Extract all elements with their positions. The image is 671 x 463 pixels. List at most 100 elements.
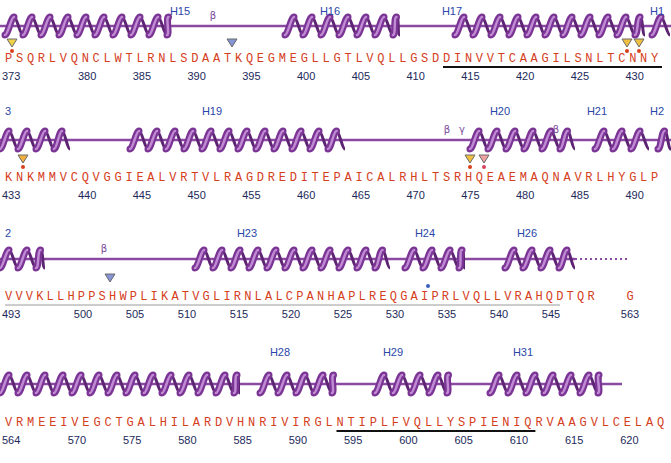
helix-highlight xyxy=(441,250,450,268)
sequence-text: VRMEEIVEGCTGALHILARDVHNRIVIRGLNTIPLFVQLL… xyxy=(5,416,668,430)
helix-highlight xyxy=(562,375,571,393)
residue-number: 610 xyxy=(510,433,528,447)
helix-front xyxy=(234,375,237,393)
helix-highlight xyxy=(231,250,240,268)
helix-front xyxy=(527,17,536,35)
helix-highlight xyxy=(166,131,175,149)
helix-front xyxy=(130,131,139,149)
helix-highlight xyxy=(167,17,169,35)
helix-highlight xyxy=(423,250,432,268)
coil-line xyxy=(575,258,628,260)
helix-highlight xyxy=(131,17,140,35)
residue-number: 380 xyxy=(78,69,96,83)
residue-number: 445 xyxy=(133,188,151,202)
helix-front xyxy=(505,250,514,268)
helix-highlight xyxy=(357,17,366,35)
residue-number: 620 xyxy=(620,433,638,447)
structure-symbol: β xyxy=(553,123,559,137)
residue-number: 420 xyxy=(516,69,534,83)
helix-front xyxy=(652,17,661,35)
helix-label: H20 xyxy=(490,104,510,118)
helix-label: H21 xyxy=(587,104,607,118)
helix-front xyxy=(562,375,571,393)
residue-number: 570 xyxy=(68,433,86,447)
helix-highlight xyxy=(544,375,553,393)
helix-highlight xyxy=(617,17,626,35)
helix-front xyxy=(0,375,9,393)
helix-front xyxy=(357,250,366,268)
helix-highlight xyxy=(542,131,551,149)
helix-front xyxy=(488,131,497,149)
residue-number: 440 xyxy=(78,188,96,202)
helix-front xyxy=(113,17,122,35)
residue-number: 580 xyxy=(178,433,196,447)
helix-highlight xyxy=(314,375,323,393)
region-bar xyxy=(337,430,536,432)
helix-front xyxy=(292,131,301,149)
helix-front xyxy=(321,17,330,35)
helix-front xyxy=(617,17,626,35)
helix-highlight xyxy=(195,250,204,268)
helix-front xyxy=(303,250,312,268)
residue-number: 480 xyxy=(516,188,534,202)
helix-front xyxy=(54,375,63,393)
helix-highlight xyxy=(213,250,222,268)
helix-front xyxy=(5,17,14,35)
helix-highlight xyxy=(339,17,348,35)
helix-front xyxy=(249,250,258,268)
helix-front xyxy=(545,17,554,35)
helix-highlight xyxy=(339,250,348,268)
helix-highlight xyxy=(393,375,402,393)
helix-front xyxy=(595,131,604,149)
helix-front xyxy=(526,375,535,393)
residue-number: 395 xyxy=(242,69,260,83)
helix-highlight xyxy=(18,131,27,149)
helix-front xyxy=(506,131,515,149)
helix-label: H17 xyxy=(442,4,462,18)
helix-front xyxy=(167,17,169,35)
helix-front xyxy=(18,250,27,268)
helix-front xyxy=(328,131,337,149)
helix-highlight xyxy=(238,131,247,149)
residue-number: 400 xyxy=(297,69,315,83)
residue-number: 485 xyxy=(571,188,589,202)
helix-label: H24 xyxy=(415,226,435,240)
residue-number: 600 xyxy=(399,433,417,447)
helix-front xyxy=(321,250,330,268)
helix-highlight xyxy=(292,131,301,149)
structure-symbol: β xyxy=(444,123,450,137)
residue-number: 590 xyxy=(289,433,307,447)
helix-highlight xyxy=(328,131,337,149)
helix-highlight xyxy=(285,250,294,268)
helix-label: H26 xyxy=(517,226,537,240)
sequence-text: VVVKLLHPPSHWPLIKATVGLIRNLALCPANHAPLREQGA… xyxy=(5,290,598,304)
helix-front xyxy=(41,17,50,35)
residue-number: 520 xyxy=(282,307,300,321)
helix-front xyxy=(332,375,334,393)
helix-label: H23 xyxy=(237,226,257,240)
helix-front xyxy=(631,131,640,149)
helix-highlight xyxy=(126,375,135,393)
helix-highlight xyxy=(303,17,312,35)
residue-number: 515 xyxy=(230,307,248,321)
helix-highlight xyxy=(506,131,515,149)
helix-highlight xyxy=(357,250,366,268)
residue-number: 615 xyxy=(565,433,583,447)
site-marker xyxy=(622,39,632,47)
helix-highlight xyxy=(560,131,568,149)
residue-number: 415 xyxy=(461,69,479,83)
helix-front xyxy=(541,250,550,268)
helix-front xyxy=(523,250,532,268)
helix-front xyxy=(278,375,287,393)
residue-number: 595 xyxy=(344,433,362,447)
helix-highlight xyxy=(526,375,535,393)
helix-label: H1 xyxy=(650,4,664,18)
site-marker xyxy=(7,39,17,47)
helix-front xyxy=(59,17,68,35)
helix-front xyxy=(166,131,175,149)
residue-number: 425 xyxy=(571,69,589,83)
helix-front xyxy=(202,131,211,149)
helix-highlight xyxy=(36,250,41,268)
residue-number: 433 xyxy=(2,188,20,202)
helix-highlight xyxy=(5,17,14,35)
